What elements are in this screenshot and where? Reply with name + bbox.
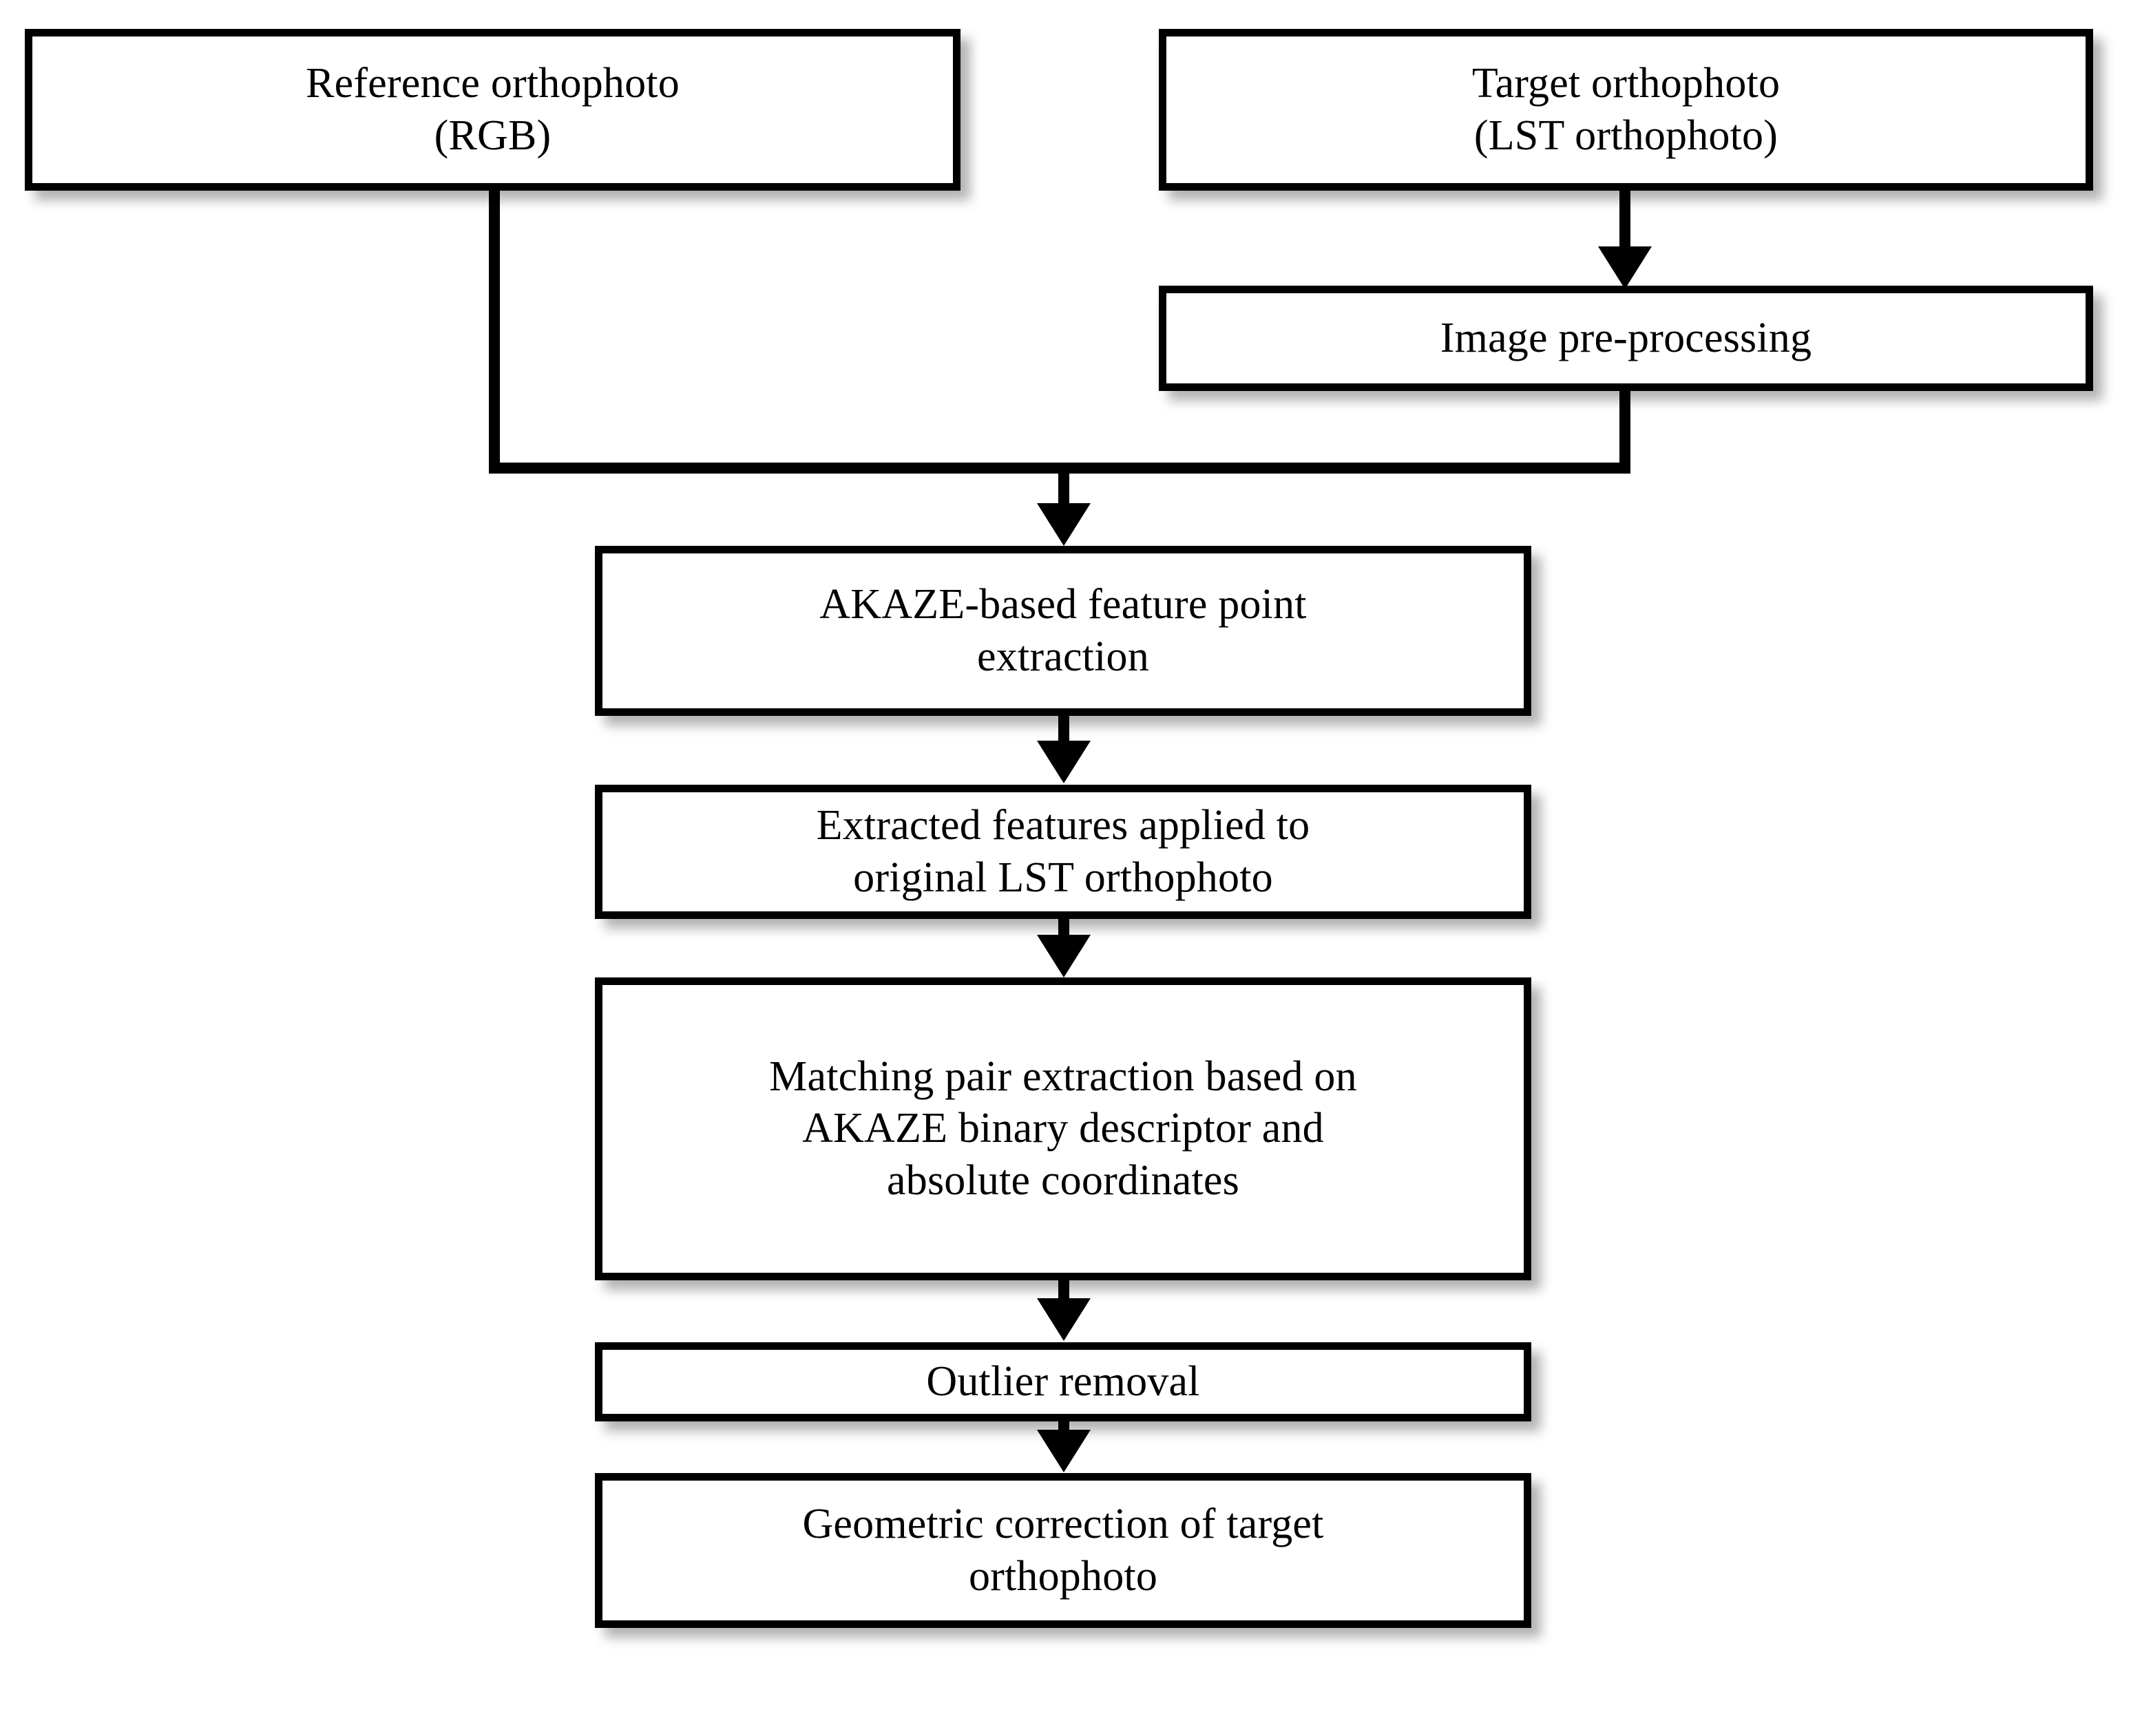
edge-applied-to-matching-arrow-icon	[1037, 935, 1091, 977]
node-outlier-removal[interactable]: Outlier removal	[595, 1342, 1531, 1421]
node-image-pre-processing[interactable]: Image pre-processing	[1159, 286, 2093, 391]
node-extracted-features-applied[interactable]: Extracted features applied to original L…	[595, 785, 1531, 919]
node-target-orthophoto[interactable]: Target orthophoto (LST orthophoto)	[1159, 29, 2093, 191]
node-akaze-feature-extraction[interactable]: AKAZE-based feature point extraction	[595, 546, 1531, 716]
node-geometric-correction-label: Geometric correction of target orthophot…	[802, 1500, 1324, 1600]
node-geometric-correction[interactable]: Geometric correction of target orthophot…	[595, 1473, 1531, 1628]
edge-merge-to-akaze-arrow-icon	[1037, 503, 1091, 546]
edge-merge-to-akaze-line	[1058, 468, 1069, 509]
edge-applied-to-matching-line	[1058, 919, 1069, 937]
edge-target-to-preprocess-line	[1619, 191, 1630, 253]
node-target-orthophoto-label: Target orthophoto (LST orthophoto)	[1471, 59, 1781, 159]
edge-outlier-to-geometric-arrow-icon	[1037, 1430, 1091, 1472]
edge-akaze-to-applied-arrow-icon	[1037, 741, 1091, 783]
edge-reference-to-merge-line	[489, 191, 500, 474]
node-matching-pair-extraction-label: Matching pair extraction based on AKAZE …	[769, 1052, 1357, 1204]
node-extracted-features-applied-label: Extracted features applied to original L…	[816, 801, 1310, 901]
node-reference-orthophoto-label: Reference orthophoto (RGB)	[306, 59, 680, 159]
edge-target-to-preprocess-arrow-icon	[1598, 246, 1652, 289]
node-matching-pair-extraction[interactable]: Matching pair extraction based on AKAZE …	[595, 977, 1531, 1280]
edge-preprocess-to-merge-line	[1619, 391, 1630, 474]
edge-matching-to-outlier-arrow-icon	[1037, 1298, 1091, 1341]
node-image-pre-processing-label: Image pre-processing	[1440, 314, 1812, 361]
edge-matching-to-outlier-line	[1058, 1280, 1069, 1301]
node-reference-orthophoto[interactable]: Reference orthophoto (RGB)	[25, 29, 960, 191]
node-akaze-feature-extraction-label: AKAZE-based feature point extraction	[819, 580, 1307, 680]
node-outlier-removal-label: Outlier removal	[926, 1357, 1200, 1405]
edge-akaze-to-applied-line	[1058, 716, 1069, 742]
